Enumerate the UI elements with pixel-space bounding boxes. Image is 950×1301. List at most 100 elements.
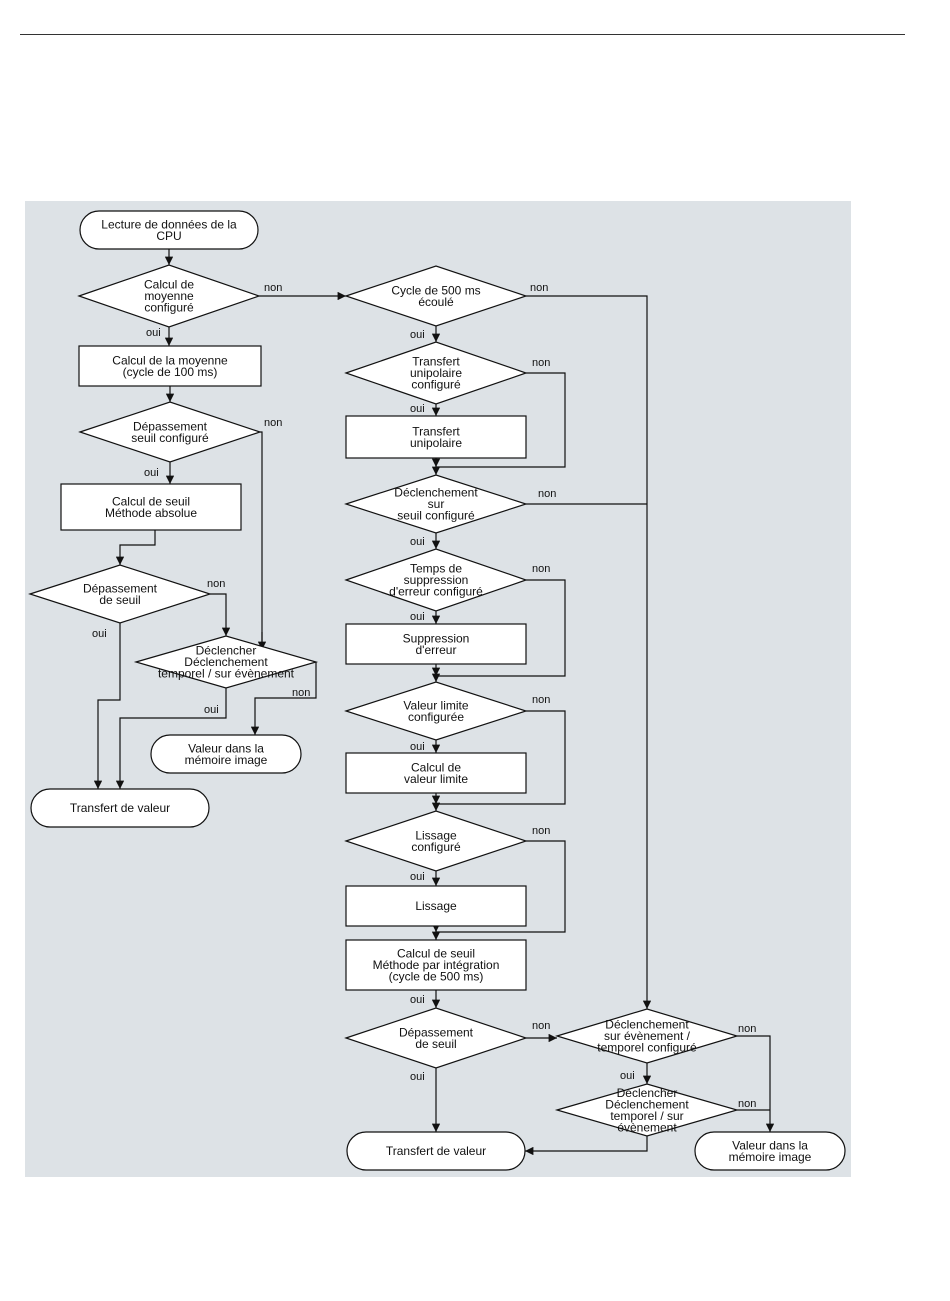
connector-line — [526, 295, 652, 1009]
edge-label-vallim-oui: oui — [410, 741, 425, 753]
edge-label-depr-oui: oui — [410, 1071, 425, 1083]
node-text: sur évènement / — [604, 1029, 691, 1043]
terminal-shape — [150, 734, 302, 774]
process-box — [345, 752, 527, 794]
node-text: Calcul de — [144, 278, 194, 292]
node-text: Transfert — [412, 424, 460, 438]
node-t-tr-r: Transfert de valeur — [346, 1131, 526, 1171]
edge-label-depl-non: non — [207, 578, 225, 590]
edge-label-declseuil-oui: oui — [410, 536, 425, 548]
node-text: Dépassement — [133, 419, 208, 433]
connector-line — [525, 1136, 648, 1156]
connector-line — [436, 579, 566, 677]
process-box — [78, 345, 262, 387]
node-p-liss: Lissage — [345, 885, 527, 927]
node-text: de seuil — [415, 1037, 456, 1051]
connector-line — [115, 688, 227, 789]
decision-diamond — [554, 1083, 740, 1137]
node-text: Valeur dans la — [732, 1138, 808, 1152]
node-text: écoulé — [418, 295, 454, 309]
edge-label-liss-oui: oui — [410, 871, 425, 883]
node-text: mémoire image — [185, 753, 268, 767]
node-text: Lecture de données de la — [101, 217, 237, 231]
terminal-shape — [30, 788, 210, 828]
decision-diamond — [133, 635, 319, 689]
edge-label-unip-non: non — [532, 357, 550, 369]
node-text: Lissage — [415, 899, 457, 913]
node-text: unipolaire — [410, 436, 462, 450]
connectors — [93, 249, 775, 1156]
node-t-tr-l: Transfert de valeur — [30, 788, 210, 828]
process-box — [345, 885, 527, 927]
decision-diamond — [344, 474, 528, 534]
edge-label-tempsup-oui: oui — [410, 611, 425, 623]
connector-line — [737, 1035, 775, 1132]
edge-label-moy-oui: oui — [146, 327, 161, 339]
connector-line — [93, 623, 121, 789]
node-text: Transfert — [412, 355, 460, 369]
terminal-shape — [346, 1131, 526, 1171]
connector-line — [210, 593, 231, 636]
header-rule — [20, 34, 905, 35]
edge-label-unip-oui: oui — [410, 403, 425, 415]
node-text: Déclenchement — [184, 655, 268, 669]
edge-label-decll-non: non — [292, 687, 310, 699]
decision-diamond — [554, 1008, 740, 1064]
edge-labels: oui non non oui non oui oui non non oui non oui non o… — [92, 282, 756, 1110]
process-box — [345, 939, 527, 991]
edge-label-tempsup-non: non — [532, 563, 550, 575]
node-text: Lissage — [415, 828, 457, 842]
node-text: configuré — [411, 840, 461, 854]
node-text: Déclenchement — [394, 486, 478, 500]
node-text: de seuil — [99, 593, 140, 607]
process-box — [345, 415, 527, 459]
edge-label-declseuil-non: non — [538, 488, 556, 500]
node-text: Déclenchement — [605, 1097, 689, 1111]
terminal-shape — [79, 210, 259, 250]
node-text: configuré — [144, 301, 194, 315]
node-text: seuil configuré — [131, 431, 209, 445]
connector-line — [115, 530, 156, 565]
terminal-shape — [694, 1131, 846, 1171]
node-text: Valeur dans la — [188, 741, 264, 755]
node-text: suppression — [404, 573, 469, 587]
node-text: (cycle de 100 ms) — [123, 365, 218, 379]
node-text: Méthode par intégration — [373, 958, 500, 972]
node-text: Transfert de valeur — [70, 801, 170, 815]
decision-diamond — [344, 548, 528, 612]
node-text: Calcul de seuil — [397, 947, 475, 961]
node-text: Calcul de seuil — [112, 494, 190, 508]
edge-label-depl-oui: oui — [92, 628, 107, 640]
node-text: Calcul de la moyenne — [112, 353, 228, 367]
edge-label-cycle-non: non — [530, 282, 548, 294]
node-p-moy: Calcul de la moyenne(cycle de 100 ms) — [78, 345, 262, 387]
node-text: temporel / sur évènement — [158, 667, 295, 681]
node-text: Déclencher — [196, 644, 257, 658]
node-text: temporel / sur — [610, 1109, 683, 1123]
connector-line — [436, 372, 566, 468]
edge-label-declevt-non: non — [738, 1023, 756, 1035]
edge-label-declr-non: non — [738, 1098, 756, 1110]
edge-label-depcfg-non: non — [264, 417, 282, 429]
connector-line — [250, 662, 317, 735]
decision-diamond — [344, 265, 528, 327]
node-text: valeur limite — [404, 772, 468, 786]
node-text: Transfert de valeur — [386, 1144, 486, 1158]
edge-label-vallim-non: non — [532, 694, 550, 706]
edge-label-liss-non: non — [532, 825, 550, 837]
node-text: moyenne — [144, 289, 194, 303]
